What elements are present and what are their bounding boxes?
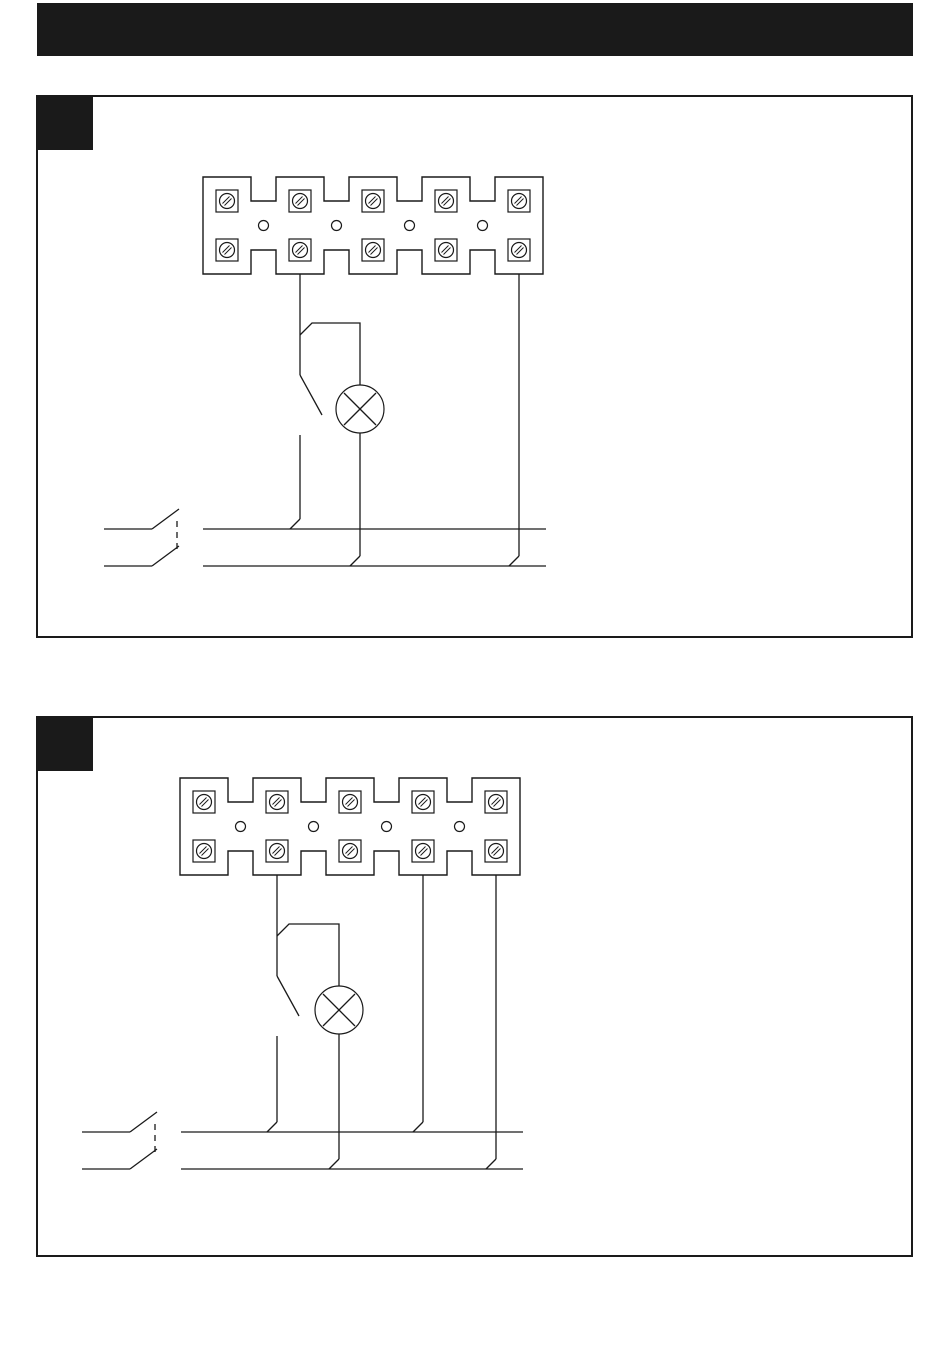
bridge-hole-1 [259,221,269,231]
lamp-junction-n [329,1159,339,1169]
terminal-screw-top-3 [339,791,361,813]
junction-terminal-5 [486,1159,496,1169]
bridge-hole-2 [309,822,319,832]
terminal-screw-bottom-4 [412,840,434,862]
junction-to-l [290,519,300,529]
terminal-screw-bottom-5 [508,239,530,261]
switch-blade-n [152,546,179,566]
terminal-screw-top-1 [216,190,238,212]
switch-blade-l [152,509,179,529]
header-bar [37,3,913,56]
bridge-hole-2 [332,221,342,231]
terminal-screw-bottom-3 [362,239,384,261]
bridge-hole-4 [478,221,488,231]
terminal-screw-top-5 [485,791,507,813]
wiring-diagram-panel-1 [36,95,913,638]
wiring-diagram-panel-2 [36,716,913,1257]
local-switch-blade [300,375,322,415]
switch-blade-n [130,1149,157,1169]
terminal-screw-bottom-5 [485,840,507,862]
lamp-feed-wire [277,924,339,986]
junction-terminal-4 [413,1122,423,1132]
bridge-hole-1 [236,822,246,832]
wiring-diagram-2 [38,718,915,1259]
lamp-junction-n [350,556,360,566]
junction-terminal-5 [509,556,519,566]
terminal-screw-bottom-2 [289,239,311,261]
terminal-screw-bottom-2 [266,840,288,862]
junction-to-l [267,1122,277,1132]
terminal-screw-top-2 [289,190,311,212]
bridge-hole-3 [405,221,415,231]
lamp-feed-wire [300,323,360,385]
terminal-screw-bottom-4 [435,239,457,261]
terminal-screw-top-4 [412,791,434,813]
terminal-screw-top-2 [266,791,288,813]
terminal-screw-bottom-3 [339,840,361,862]
terminal-screw-bottom-1 [216,239,238,261]
local-switch-blade [277,976,299,1016]
bridge-hole-4 [455,822,465,832]
terminal-screw-top-5 [508,190,530,212]
terminal-screw-top-3 [362,190,384,212]
switch-blade-l [130,1112,157,1132]
bridge-hole-3 [382,822,392,832]
terminal-screw-top-1 [193,791,215,813]
terminal-screw-top-4 [435,190,457,212]
wiring-diagram-1 [38,97,915,640]
terminal-screw-bottom-1 [193,840,215,862]
